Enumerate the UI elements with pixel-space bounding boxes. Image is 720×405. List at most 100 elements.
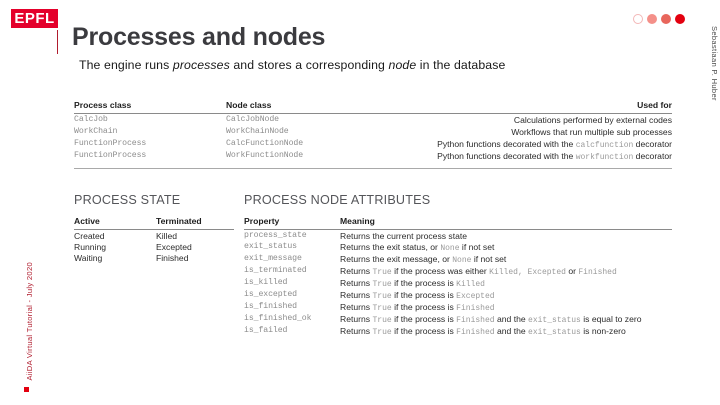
meaning-text: if the process is (391, 302, 457, 312)
cell-meaning: Returns the exit status, or None if not … (340, 241, 672, 253)
cell-property: process_state (244, 231, 307, 240)
cell-meaning: Returns True if the process was either K… (340, 265, 672, 277)
meaning-code: True (372, 316, 392, 325)
meaning-code: True (372, 292, 392, 301)
used-for-text: Python functions decorated with the (437, 139, 576, 149)
cell-used-for: Python functions decorated with the calc… (426, 138, 672, 150)
meaning-code: True (372, 328, 392, 337)
cell-meaning: Returns True if the process is Finished … (340, 325, 672, 337)
table-header-row: Active Terminated (74, 216, 234, 230)
meaning-text: Returns (340, 326, 373, 336)
column-header-process-class: Process class (74, 100, 226, 114)
meaning-text: Returns (340, 266, 373, 276)
meaning-code: True (372, 268, 392, 277)
meaning-text: if not set (471, 254, 507, 264)
table-row: is_killed Returns True if the process is … (244, 277, 672, 289)
column-header-used-for: Used for (426, 100, 672, 114)
used-for-text: Workflows that run multiple sub processe… (511, 127, 672, 137)
meaning-text: Returns the exit status, or (340, 242, 441, 252)
cell-used-for: Workflows that run multiple sub processe… (426, 126, 672, 138)
cell-node-class: CalcFunctionNode (226, 139, 304, 148)
cell-property: exit_status (244, 242, 297, 251)
cell-meaning: Returns True if the process is Killed (340, 277, 672, 289)
table-row: exit_message Returns the exit message, or… (244, 253, 672, 265)
table-row: CalcJob CalcJobNode Calculations perform… (74, 114, 672, 127)
cell-process-class: FunctionProcess (74, 139, 147, 148)
cell-node-class: CalcJobNode (226, 115, 279, 124)
author-credit: Sebastiaan P. Huber (710, 26, 719, 101)
meaning-text: if the process was either (391, 266, 490, 276)
cell-meaning: Returns the exit message, or None if not… (340, 253, 672, 265)
cell-meaning: Returns the current process state (340, 230, 672, 241)
meaning-text: if not set (459, 242, 495, 252)
progress-dot-3 (661, 14, 671, 24)
cell-active-state: Created (74, 231, 105, 241)
footer-square-marker (24, 387, 29, 392)
meaning-text: Returns (340, 278, 373, 288)
table-row: Running Excepted (74, 241, 234, 252)
used-for-tail: decorator (633, 151, 672, 161)
meaning-text: and the (494, 326, 529, 336)
meaning-text: Returns the exit message, or (340, 254, 453, 264)
meaning-code: Excepted (456, 292, 495, 301)
meaning-text: or (565, 266, 579, 276)
cell-property: is_excepted (244, 290, 297, 299)
column-header-node-class: Node class (226, 100, 426, 114)
progress-dot-4 (675, 14, 685, 24)
table-row: is_excepted Returns True if the process i… (244, 289, 672, 301)
meaning-code: Finished (456, 304, 495, 313)
cell-process-class: WorkChain (74, 127, 118, 136)
cell-property: exit_message (244, 254, 302, 263)
footer-event-label: AiiDA Virtual Tutorial - July 2020 (25, 262, 34, 381)
used-for-text: Python functions decorated with the (437, 151, 576, 161)
meaning-text: Returns the current process state (340, 231, 468, 241)
meaning-code: exit_status (528, 316, 581, 325)
meaning-code: None (452, 256, 472, 265)
cell-property: is_finished (244, 302, 297, 311)
logo-divider (57, 30, 58, 54)
cell-property: is_killed (244, 278, 288, 287)
cell-terminated-state: Finished (156, 253, 189, 263)
section-title-process-state: PROCESS STATE (74, 193, 181, 207)
meaning-code: None (440, 244, 460, 253)
meaning-text: and the (494, 314, 529, 324)
meaning-text: if the process is (391, 314, 457, 324)
cell-property: is_failed (244, 326, 288, 335)
process-state-table: Active Terminated Created Killed Running… (74, 216, 234, 263)
cell-meaning: Returns True if the process is Finished … (340, 313, 672, 325)
cell-property: is_terminated (244, 266, 307, 275)
column-header-terminated: Terminated (156, 216, 234, 230)
meaning-code: Killed (456, 280, 485, 289)
table-row: Waiting Finished (74, 252, 234, 263)
meaning-text: Returns (340, 290, 373, 300)
meaning-text: is equal to zero (580, 314, 642, 324)
slide-subtitle: The engine runs processes and stores a c… (79, 58, 505, 72)
meaning-text: Returns (340, 302, 373, 312)
cell-active-state: Running (74, 242, 107, 252)
cell-process-class: FunctionProcess (74, 151, 147, 160)
cell-active-state: Waiting (74, 253, 103, 263)
used-for-code: workfunction (575, 153, 634, 162)
meaning-code: exit_status (528, 328, 581, 337)
subtitle-part-3: in the database (416, 58, 506, 72)
table-row: exit_status Returns the exit status, or N… (244, 241, 672, 253)
table-row: is_terminated Returns True if the process… (244, 265, 672, 277)
subtitle-italic-node: node (388, 58, 417, 72)
table-row: is_failed Returns True if the process is … (244, 325, 672, 337)
cell-meaning: Returns True if the process is Excepted (340, 289, 672, 301)
used-for-text: Calculations performed by external codes (513, 115, 672, 125)
meaning-code: True (372, 304, 392, 313)
table-row: FunctionProcess WorkFunctionNode Python … (74, 150, 672, 162)
section-title-node-attributes: PROCESS NODE ATTRIBUTES (244, 193, 431, 207)
meaning-text: is non-zero (580, 326, 626, 336)
cell-meaning: Returns True if the process is Finished (340, 301, 672, 313)
meaning-code: Finished (456, 328, 495, 337)
cell-used-for: Python functions decorated with the work… (426, 150, 672, 162)
subtitle-part-2: and stores a corresponding (229, 58, 389, 72)
table-bottom-rule (74, 168, 672, 169)
table-row: WorkChain WorkChainNode Workflows that r… (74, 126, 672, 138)
process-node-class-table: Process class Node class Used for CalcJo… (74, 100, 672, 162)
epfl-logo: EPFL (11, 9, 58, 28)
